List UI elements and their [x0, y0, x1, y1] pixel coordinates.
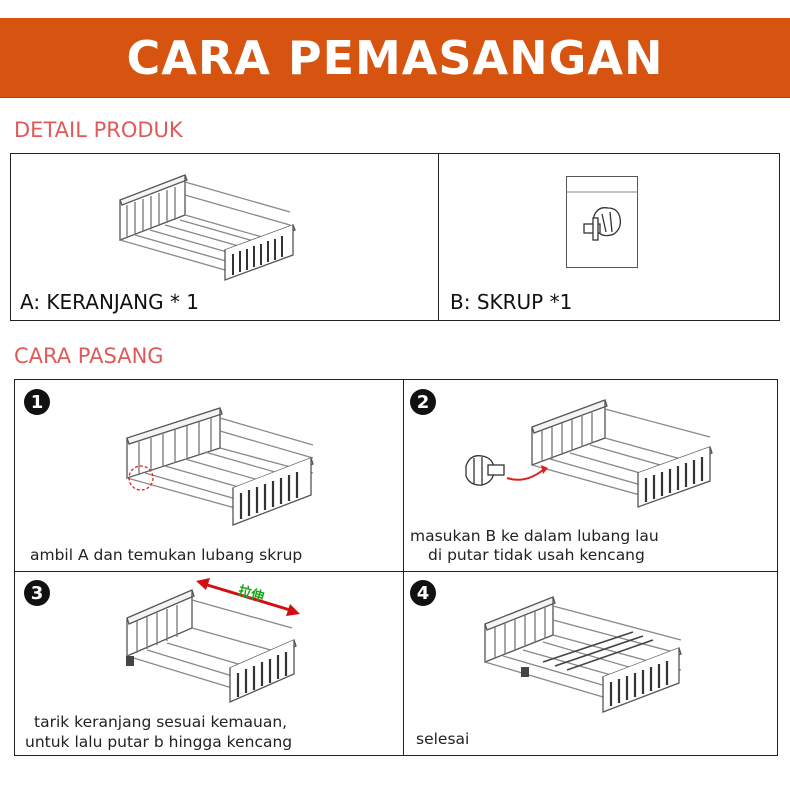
step-2-text-line-2: di putar tidak usah kencang [428, 546, 645, 563]
step-1-basket-illustration [126, 407, 314, 526]
install-section-title: CARA PASANG [14, 344, 164, 368]
detail-section-title: DETAIL PRODUK [14, 118, 183, 142]
step-2-basket-illustration [531, 399, 713, 508]
step-3-text-line-2: untuk lalu putar b hingga kencang [25, 733, 293, 751]
step-2-number: 2 [410, 389, 436, 415]
step-2-screw-illustration [465, 455, 505, 486]
basket-illustration [119, 174, 296, 281]
step-2-text-line-1: masukan B ke dalam lubang lau [410, 527, 659, 545]
screw-hole-marker [128, 465, 154, 491]
step-3-stretch-arrow [196, 578, 300, 616]
step-4-basket-illustration [484, 596, 682, 713]
step-4-text-line-1: selesai [416, 730, 470, 748]
step-3-basket-illustration [126, 589, 297, 703]
detail-box [10, 153, 780, 321]
page-title: CARA PEMASANGAN [126, 30, 664, 85]
step-2-arrow [506, 465, 548, 481]
title-banner: CARA PEMASANGAN [0, 18, 790, 98]
screw-bag-illustration [566, 176, 638, 268]
step-3-text-line-1: tarik keranjang sesuai kemauan, [34, 713, 288, 731]
step-1-number: 1 [24, 389, 50, 415]
steps-divider-h [14, 571, 778, 572]
step-4-number: 4 [410, 580, 436, 606]
item-b-label: B: SKRUP *1 [450, 290, 573, 314]
step-3-number: 3 [24, 580, 50, 606]
item-a-label: A: KERANJANG * 1 [20, 290, 200, 314]
detail-divider [438, 153, 439, 321]
step-1-text-line-1: ambil A dan temukan lubang skrup [30, 546, 303, 564]
steps-divider-v [403, 379, 404, 756]
